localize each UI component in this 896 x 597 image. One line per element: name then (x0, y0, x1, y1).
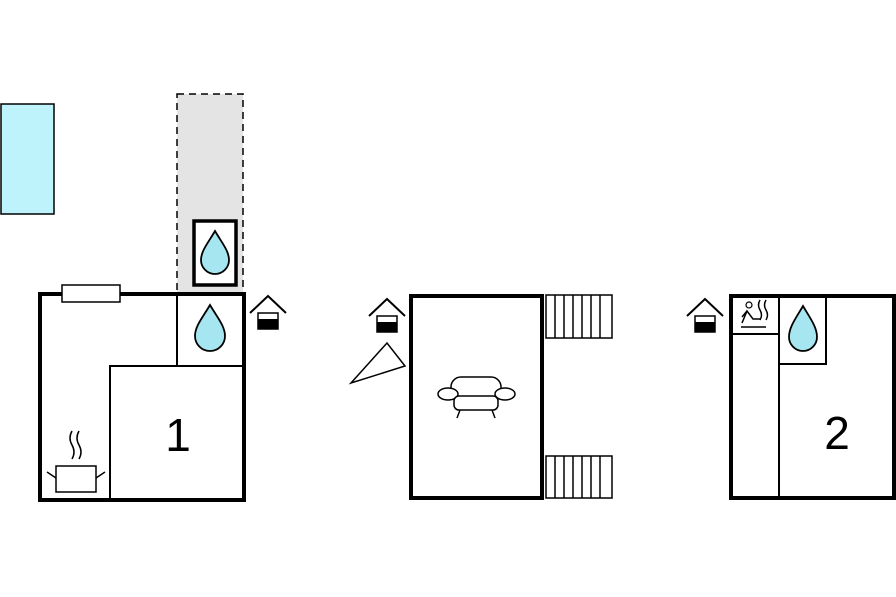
building-1: 1 (38, 284, 246, 502)
entrance-icon (686, 297, 724, 333)
building-2 (409, 294, 544, 500)
stairs-icon (545, 294, 613, 339)
room-number: 2 (824, 407, 850, 459)
entrance-icon (249, 294, 287, 330)
building-3: 2 (729, 294, 896, 500)
entrance-icon (368, 297, 406, 333)
sauna-icon (741, 299, 769, 328)
water-drop-icon (788, 304, 818, 352)
triangle-marker (348, 341, 407, 385)
pool (0, 103, 55, 215)
stairs-icon (545, 455, 613, 499)
outdoor-shower (192, 219, 238, 287)
sofa-icon (437, 376, 516, 419)
water-drop-icon (194, 303, 226, 352)
water-drop-icon (200, 229, 230, 275)
radiator-icon (61, 284, 121, 303)
kitchen-pot-icon (46, 430, 106, 493)
room-number: 1 (165, 409, 191, 461)
